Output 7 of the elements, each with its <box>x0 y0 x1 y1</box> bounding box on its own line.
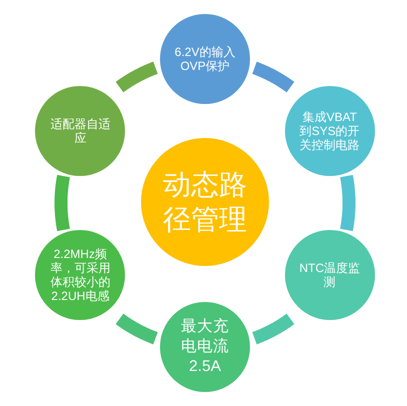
feature-text: 2.2MHz频率，可采用体积较小的2.2UH电感 <box>49 247 112 303</box>
feature-text: 6.2V的输入OVP保护 <box>174 45 236 73</box>
feature-text: 集成VBAT到SYS的开关控制电路 <box>298 110 361 152</box>
feature-text: 最大充电电流2.5A <box>180 317 230 377</box>
feature-text: 适配器自适应 <box>49 117 112 145</box>
central-title: 动态路径管理 <box>162 168 248 237</box>
feature-text: NTC温度监测 <box>298 261 362 289</box>
